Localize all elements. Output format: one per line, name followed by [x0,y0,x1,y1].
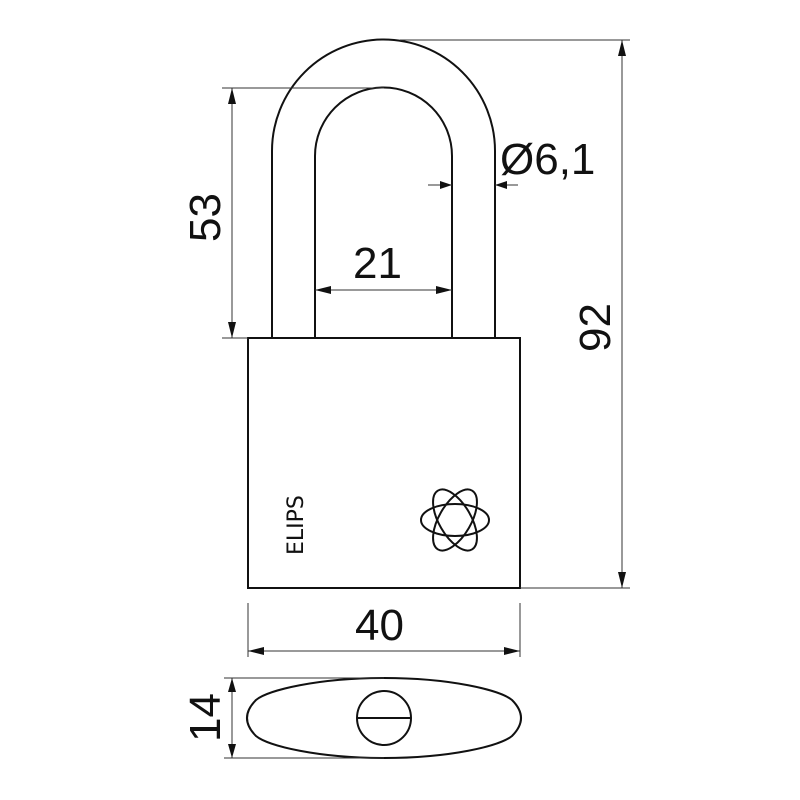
dimension-shackle-diameter: Ø6,1 [500,135,595,184]
dimension-shackle-width: 21 [353,239,402,288]
dimension-shackle-height: 53 [181,193,230,242]
shackle-outer [271,38,496,338]
dimension-body-thickness: 14 [181,693,230,742]
lock-body [247,337,521,589]
shackle-inner [314,86,453,338]
dimension-body-width: 40 [355,601,404,650]
dimension-total-height: 92 [571,303,620,352]
brand-label: ELIPS [284,495,309,555]
atom-logo-icon [420,488,490,552]
